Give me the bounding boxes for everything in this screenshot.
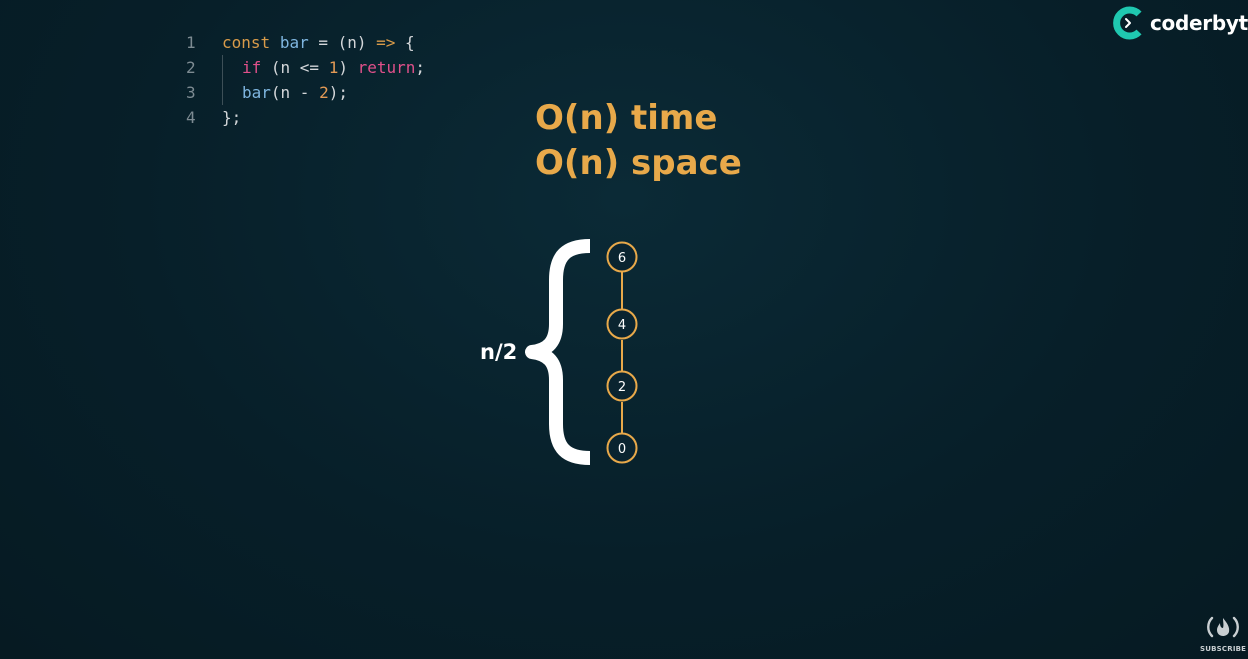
code-token: }; xyxy=(222,108,242,127)
code-token: if xyxy=(242,58,262,77)
node-circle xyxy=(606,308,638,340)
code-line-text: }; xyxy=(222,105,241,130)
code-line-text: if (n <= 1) return; xyxy=(222,55,425,80)
code-token: ); xyxy=(328,83,348,102)
code-token: bar xyxy=(279,33,309,52)
code-line: 4}; xyxy=(186,105,425,130)
call-node: 0 xyxy=(606,432,638,464)
node-label: 2 xyxy=(618,380,626,395)
subscribe-badge[interactable]: SUBSCRIBE xyxy=(1200,614,1246,653)
node-label: 6 xyxy=(618,251,626,266)
code-token: return xyxy=(357,58,416,77)
code-token: 2 xyxy=(319,83,329,102)
brace-label: n/2 xyxy=(480,340,518,364)
node-label: 4 xyxy=(618,318,626,333)
code-token: = (n) xyxy=(308,33,377,52)
code-token: ; xyxy=(415,58,426,77)
node-label: 0 xyxy=(618,442,626,457)
flame-icon xyxy=(1207,616,1239,638)
line-number: 4 xyxy=(186,108,196,127)
coderbyte-icon xyxy=(1113,6,1142,40)
brand-name: coderbyte xyxy=(1150,11,1248,35)
code-token: (n - xyxy=(270,83,320,102)
code-token: (n <= xyxy=(261,58,329,77)
line-number: 3 xyxy=(186,83,196,102)
code-token: bar xyxy=(242,83,271,102)
curly-brace xyxy=(525,239,591,465)
code-token: => xyxy=(376,33,396,52)
code-line-text: const bar = (n) => { xyxy=(222,30,415,55)
time-complexity: O(n) time xyxy=(535,98,718,138)
complexity-labels: O(n) time O(n) space xyxy=(535,96,742,186)
code-line-text: bar(n - 2); xyxy=(222,80,348,105)
code-token: ) xyxy=(338,58,358,77)
code-line: 1 const bar = (n) => { xyxy=(186,30,425,55)
code-line: 3 bar(n - 2); xyxy=(186,80,425,105)
space-complexity: O(n) space xyxy=(535,143,742,183)
node-circle xyxy=(606,241,638,273)
subscribe-label: SUBSCRIBE xyxy=(1200,645,1247,653)
indent-guide xyxy=(222,55,242,80)
code-token: { xyxy=(395,33,415,52)
code-line: 2 if (n <= 1) return; xyxy=(186,55,425,80)
call-node: 4 xyxy=(606,308,638,340)
line-number: 2 xyxy=(186,58,196,77)
call-node: 2 xyxy=(606,370,638,402)
indent-guide xyxy=(222,80,242,105)
call-node: 6 xyxy=(606,241,638,273)
code-token: 1 xyxy=(328,58,339,77)
line-number: 1 xyxy=(186,33,196,52)
coderbyte-logo: coderbyte xyxy=(1112,6,1248,40)
code-token: const xyxy=(222,33,271,52)
node-circle xyxy=(606,370,638,402)
node-circle xyxy=(606,432,638,464)
